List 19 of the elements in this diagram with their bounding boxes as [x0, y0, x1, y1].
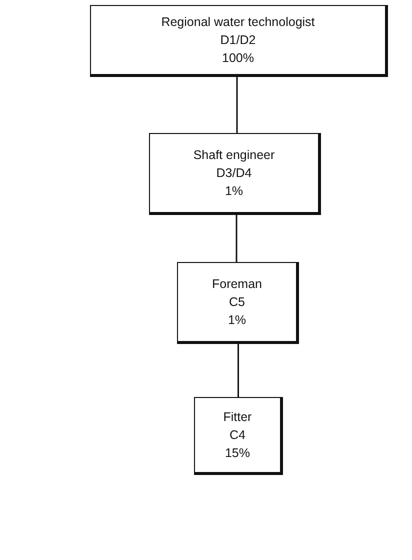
role-box — [194, 397, 283, 475]
connector-line — [236, 215, 238, 262]
role-title: Regional water technologist — [161, 14, 315, 31]
grade-code: D1/D2 — [220, 32, 256, 49]
grade-code: C5 — [229, 294, 245, 311]
role-title: Shaft engineer — [193, 146, 275, 164]
role-box — [149, 133, 321, 215]
percentage: 15% — [224, 445, 250, 462]
grade-code: D3/D4 — [216, 164, 252, 182]
percentage: 100% — [222, 50, 254, 68]
role-box — [90, 5, 388, 77]
percentage: 1% — [228, 312, 246, 330]
role-title: Fitter — [223, 408, 252, 426]
grade-code: C4 — [230, 426, 246, 444]
connector-line — [238, 344, 239, 397]
role-box — [177, 262, 299, 344]
role-title: Foreman — [212, 276, 262, 293]
percentage: 1% — [224, 183, 244, 200]
connector-line — [236, 77, 238, 133]
